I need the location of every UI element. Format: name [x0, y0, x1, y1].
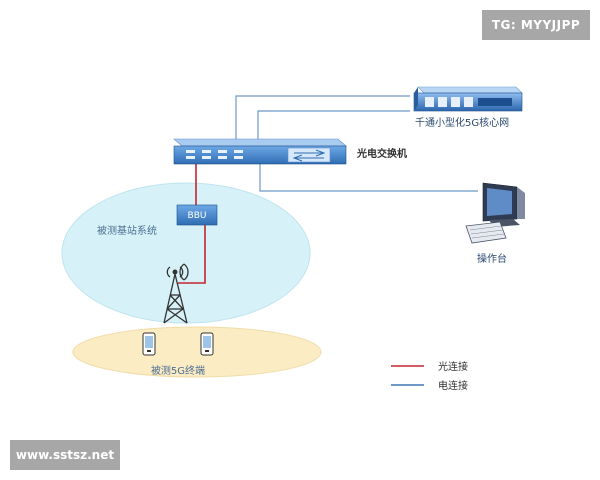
- phone-icon: [200, 332, 214, 356]
- optical-links: [178, 164, 206, 284]
- legend: 光连接 电连接: [391, 360, 468, 392]
- legend-optical-label: 光连接: [438, 360, 468, 373]
- bbu-box: [176, 204, 218, 226]
- base-station-system-label: 被测基站系统: [97, 224, 157, 237]
- bbu-label: BBU: [188, 211, 207, 221]
- terminals-label: 被测5G终端: [151, 364, 205, 377]
- core-network-server: [413, 86, 523, 112]
- antenna-tower-icon: [163, 263, 189, 324]
- computer-icon: [465, 182, 525, 244]
- website-watermark: www.sstsz.net: [10, 440, 120, 470]
- core-network-label: 千通小型化5G核心网: [415, 116, 509, 129]
- base-station-cell: [61, 182, 311, 324]
- console-label: 操作台: [477, 252, 507, 265]
- terminal-zone: [72, 326, 322, 378]
- phone-icon: [142, 332, 156, 356]
- legend-electrical-label: 电连接: [438, 379, 468, 392]
- switch-label: 光电交换机: [356, 147, 407, 160]
- switch-device: [173, 138, 347, 165]
- tg-watermark: TG: MYYJJPP: [482, 10, 590, 40]
- electrical-links: [235, 95, 478, 192]
